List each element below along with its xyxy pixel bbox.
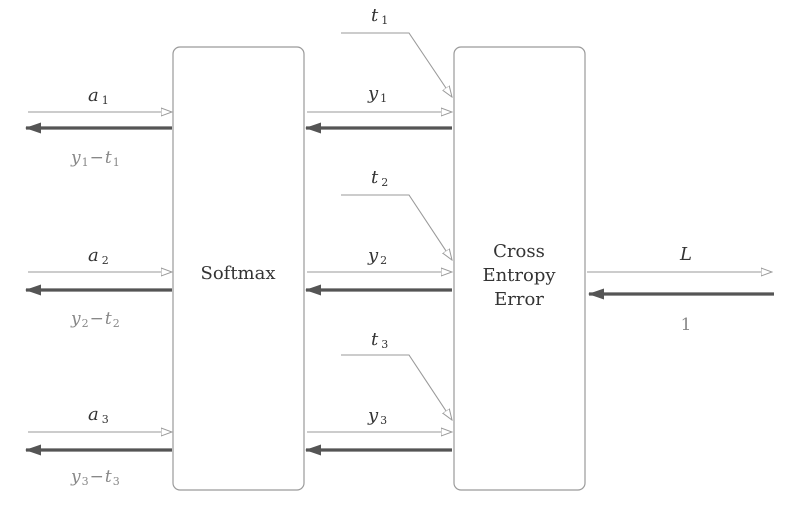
grad-label-a3: y3−t3	[70, 467, 120, 488]
softmax-label: Softmax	[200, 263, 275, 284]
cross-entropy-label-line-2: Entropy	[482, 265, 556, 286]
target-arrow-t3	[341, 354, 452, 420]
cross-entropy-box	[453, 46, 586, 491]
softmax-box	[172, 46, 305, 491]
label-grad-one: 1	[681, 315, 692, 335]
cross-entropy-label-line-3: Error	[494, 289, 544, 310]
label-L: L	[679, 244, 692, 265]
grad-label-a2: y2−t2	[70, 309, 120, 330]
target-arrow-t1	[341, 32, 452, 97]
target-arrow-t2	[341, 194, 452, 260]
grad-label-a1: y1−t1	[70, 148, 120, 169]
cross-entropy-label-line-1: Cross	[493, 241, 545, 262]
